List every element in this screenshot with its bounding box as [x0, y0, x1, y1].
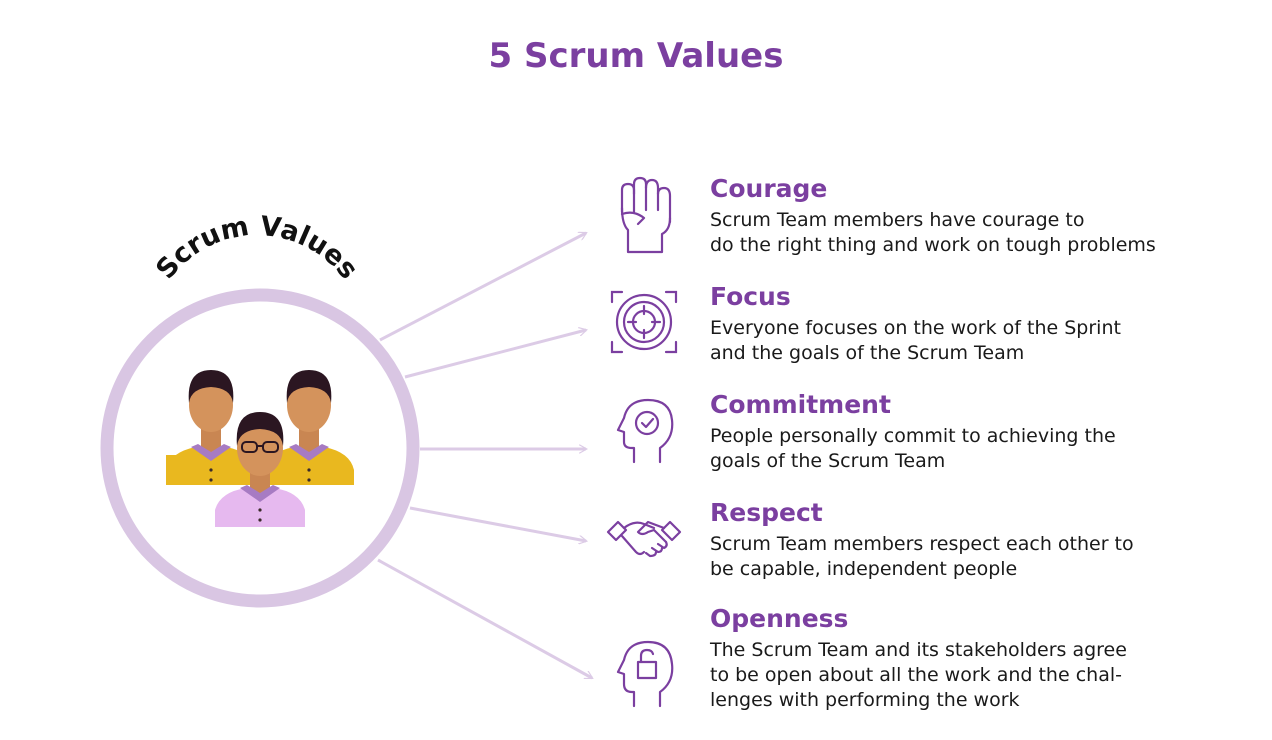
value-courage: Courage Scrum Team members have courage …	[602, 174, 1262, 274]
raised-fist-icon	[620, 176, 672, 254]
arrow-openness	[377, 558, 592, 680]
value-focus: Focus Everyone focuses on the work of th…	[602, 282, 1262, 382]
person-front	[215, 412, 305, 527]
value-description: People personally commit to achieving th…	[710, 425, 1116, 472]
glasses-icon	[241, 441, 279, 453]
team-people-icon	[166, 370, 354, 527]
value-name: Focus	[710, 282, 791, 311]
value-description: Everyone focuses on the work of the Spri…	[710, 317, 1121, 364]
arrow-respect	[409, 506, 586, 541]
value-name: Respect	[710, 498, 823, 527]
head-padlock-icon	[616, 640, 674, 708]
head-checkmark-icon	[616, 398, 674, 464]
value-openness: Openness The Scrum Team and its stakehol…	[602, 604, 1262, 711]
page-title: 5 Scrum Values	[488, 36, 784, 76]
value-description: Scrum Team members have courage to do th…	[710, 209, 1156, 256]
value-name: Openness	[710, 604, 849, 633]
circle-label: Scrum Values	[150, 211, 364, 285]
value-name: Commitment	[710, 390, 891, 419]
value-commitment: Commitment People personally commit to a…	[602, 390, 1262, 490]
handshake-icon	[606, 520, 682, 558]
arrow-focus	[404, 330, 586, 379]
value-description: Scrum Team members respect each other to…	[710, 533, 1134, 580]
value-description: The Scrum Team and its stakeholders agre…	[710, 639, 1127, 711]
value-respect: Respect Scrum Team members respect each …	[602, 498, 1262, 598]
arrow-courage	[379, 231, 586, 342]
value-name: Courage	[710, 174, 828, 203]
person-right	[264, 370, 354, 485]
connector-arrows	[377, 231, 592, 680]
target-icon	[610, 290, 678, 354]
